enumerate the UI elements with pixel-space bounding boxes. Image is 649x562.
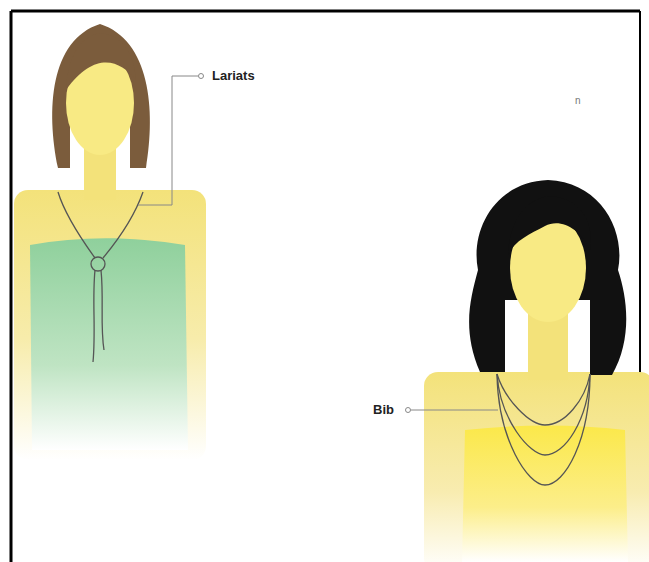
callout-label: Lariats — [212, 68, 255, 83]
leader-line — [138, 74, 204, 206]
callout-label: Bib — [373, 402, 394, 417]
callout-label: n — [575, 95, 581, 106]
figure-lariat — [14, 24, 206, 460]
frame — [11, 11, 640, 562]
leader-line — [406, 408, 499, 413]
figure-bib — [424, 180, 649, 562]
